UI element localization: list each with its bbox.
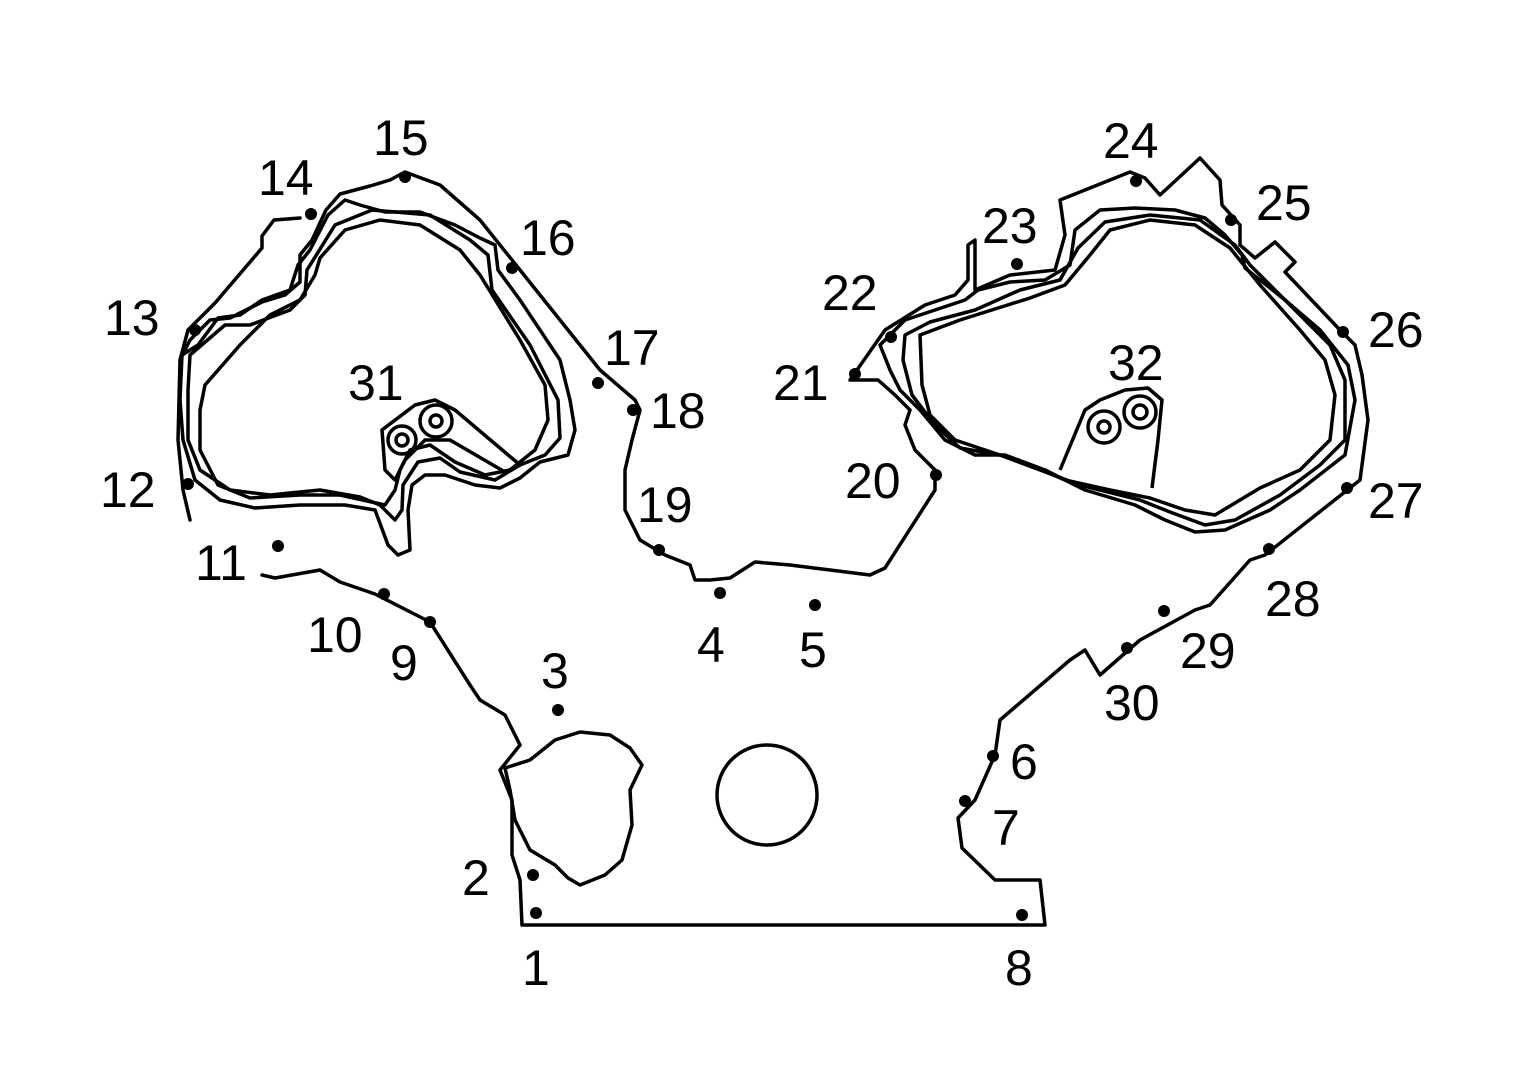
right-tensioner-bracket (1058, 386, 1164, 489)
callout-18: 18 (650, 383, 706, 439)
bolt-dot-13 (189, 324, 201, 336)
right-chamber-inner-2 (901, 213, 1347, 527)
callout-12: 12 (100, 462, 156, 518)
cover-outer-edge-lower (176, 216, 1370, 927)
callout-3: 3 (541, 643, 569, 699)
right-tensioner-pulley-b-hub (1131, 403, 1149, 421)
bolt-dot-14 (305, 208, 317, 220)
right-tensioner-pulley-b (1122, 394, 1158, 430)
bolt-dot-28 (1263, 543, 1275, 555)
callout-7: 7 (992, 800, 1020, 856)
callout-15: 15 (373, 110, 429, 166)
callout-19: 19 (637, 477, 693, 533)
left-chamber-inner (198, 218, 550, 507)
bolt-dot-22 (885, 331, 897, 343)
crankshaft-opening (715, 743, 819, 847)
bolt-dot-12 (182, 478, 194, 490)
bolt-dot-27 (1341, 482, 1353, 494)
bolt-dot-4 (714, 587, 726, 599)
bolt-dot-29 (1158, 605, 1170, 617)
bolt-dot-3 (552, 704, 564, 716)
bolt-dot-18 (627, 404, 639, 416)
bolt-dot-26 (1337, 326, 1349, 338)
bolt-dot-16 (506, 262, 518, 274)
bolt-dot-9 (424, 616, 436, 628)
callout-30: 30 (1104, 675, 1160, 731)
bolt-dot-2 (527, 869, 539, 881)
callout-9: 9 (390, 635, 418, 691)
bolt-dot-25 (1225, 214, 1237, 226)
bolt-dot-30 (1121, 642, 1133, 654)
callout-6: 6 (1010, 734, 1038, 790)
left-tensioner-pulley-a (386, 424, 418, 456)
left-chamber-outer (178, 198, 577, 557)
callout-16: 16 (520, 210, 576, 266)
bolt-dot-6 (987, 750, 999, 762)
callout-29: 29 (1180, 623, 1236, 679)
bolt-dot-24 (1130, 175, 1142, 187)
callout-22: 22 (822, 265, 878, 321)
bolt-dot-7 (959, 795, 971, 807)
callout-13: 13 (104, 290, 160, 346)
callout-17: 17 (604, 320, 660, 376)
bolt-dot-15 (399, 171, 411, 183)
bolt-dot-23 (1011, 258, 1023, 270)
left-flange-outline (178, 156, 1364, 582)
callout-4: 4 (697, 617, 725, 673)
callout-11: 11 (195, 535, 247, 591)
pump-opening (503, 730, 644, 887)
callout-23: 23 (982, 198, 1038, 254)
callout-20: 20 (845, 453, 901, 509)
callout-28: 28 (1265, 571, 1321, 627)
right-tensioner-pulley-a (1086, 409, 1122, 445)
callout-21: 21 (773, 355, 829, 411)
bolt-dot-10 (378, 588, 390, 600)
left-tensioner-bracket (380, 398, 522, 482)
callout-26: 26 (1368, 302, 1424, 358)
callout-14: 14 (258, 150, 314, 206)
left-tensioner-pulley-b (418, 403, 454, 439)
callout-10: 10 (307, 607, 363, 663)
bolt-dot-21 (849, 368, 861, 380)
bolt-dot-17 (592, 377, 604, 389)
callout-1: 1 (522, 940, 550, 996)
left-tensioner-pulley-a-hub (394, 432, 410, 448)
callout-31: 31 (348, 355, 404, 411)
callout-8: 8 (1005, 940, 1033, 996)
bolt-dot-11 (272, 540, 284, 552)
callout-labels: 1 2 3 4 5 6 7 8 9 10 11 12 13 14 15 16 1… (100, 110, 1424, 996)
left-tensioner-pulley-b-hub (428, 413, 444, 429)
callout-5: 5 (799, 622, 827, 678)
right-tensioner-pulley-a-hub (1096, 419, 1112, 435)
bolt-dot-20 (930, 469, 942, 481)
bolt-dot-1 (530, 907, 542, 919)
bolt-holes (182, 171, 1353, 921)
callout-2: 2 (462, 850, 490, 906)
callout-24: 24 (1103, 113, 1159, 169)
callout-27: 27 (1368, 473, 1424, 529)
callout-32: 32 (1108, 335, 1164, 391)
bolt-dot-19 (653, 544, 665, 556)
bolt-dot-8 (1016, 909, 1028, 921)
bolt-dot-5 (809, 599, 821, 611)
callout-25: 25 (1256, 175, 1312, 231)
